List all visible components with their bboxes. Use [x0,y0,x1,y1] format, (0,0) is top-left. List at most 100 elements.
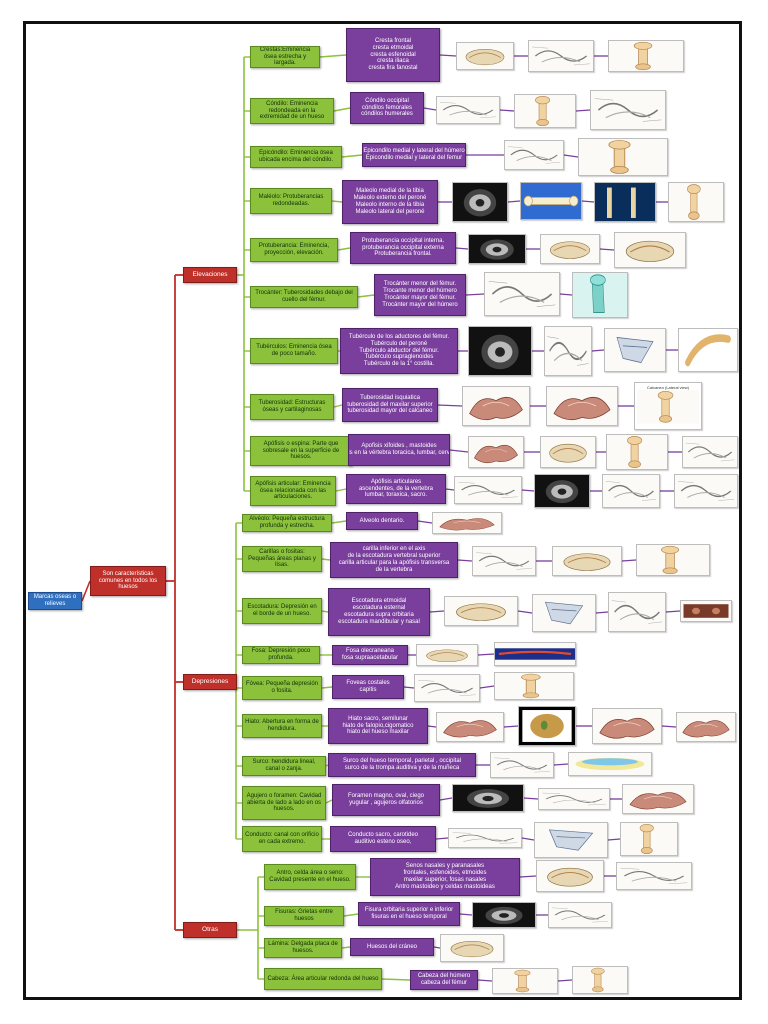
bone-illustration [472,902,536,928]
bone-illustration [546,386,618,426]
bone-illustration [572,272,628,318]
bone-illustration [682,436,738,468]
subtopic-node: Crestas:Eminencia ósea estrecha y largad… [250,46,320,68]
example-line: auditivo esteno oseo, [354,839,412,845]
example-line: Tubérculo del peroné [370,340,428,347]
example-line: Tubérculo abductor del fémur. [359,347,439,354]
example-line: Fisura orbitaria superior e inferior [364,907,454,914]
bone-illustration [468,234,526,264]
bone-illustration [616,862,692,890]
subtopic-node: Trocánter: Tuberosidades debajo del cuel… [250,286,358,308]
bone-illustration [540,436,596,468]
bone-illustration [528,40,594,72]
example-line: Trocánter mayor del húmero [382,301,458,308]
example-line: Maleolo externo del peroné [353,195,427,202]
example-node: Huesos del cráneo [350,938,434,956]
bone-illustration [608,592,666,632]
example-line: Protuberancia frontal. [374,251,432,258]
bone-illustration [676,712,736,742]
bone-illustration [468,436,524,468]
bone-illustration [572,966,628,994]
bone-illustration [472,546,536,576]
bone-illustration [452,182,508,222]
bone-illustration [504,140,564,170]
example-line: capitis [359,687,377,693]
bone-illustration [552,546,622,576]
bone-illustration [444,596,518,626]
example-line: Cabeza del húmero [417,973,471,980]
illustration-caption: Calcaneo (Lateral view) [646,385,690,390]
common-node: Son características comunes en todos los… [90,566,166,596]
bone-illustration [544,326,592,376]
bone-illustration [614,232,686,268]
subtopic-node: Fisuras: Grietas entre huesos [264,906,344,926]
subtopic-node: Cabeza: Área articular redonda del hueso [264,968,382,990]
example-line: cóndilos femorales [361,104,413,111]
bone-illustration [416,644,478,666]
example-line: frontales, esfenoides, etmoides [403,870,487,877]
example-line: lumbar, toraxica, sacro. [364,492,428,499]
bone-illustration [468,326,532,376]
example-node: Surco del hueso temporal, parietal , occ… [328,753,476,777]
example-line: cabeza del fémur [420,980,468,986]
example-line: Epicondilo medial y lateral del femur [365,155,463,161]
example-line: Protuberancia occipital interna. [361,237,445,244]
root-node: Marcas oseas o relieves [28,592,82,610]
bone-illustration [490,752,554,778]
example-line: cóndilos humerales [361,111,413,118]
bone-illustration [606,434,668,470]
example-node: Apofisis xifoides , mastoidesApófifis en… [348,434,450,466]
example-line: Tubérculo supraglenoides [364,354,434,361]
bone-illustration [540,234,600,264]
subtopic-node: Antro, celda área o seno: Cavidad presen… [264,864,356,890]
example-line: Conducto sacro, carotideo [347,832,419,839]
example-line: maxilar superior, fosas nasales [403,877,487,883]
bone-sketch [637,390,699,424]
subtopic-node: Fóvea: Pequeña depresión o fosita. [242,676,322,700]
bone-illustration [608,40,684,72]
bone-illustration [436,712,504,742]
example-node: Tubérculo de los aductores del fémur.Tub… [340,328,458,374]
example-line: Tubérculo de los aductores del fémur. [348,333,450,340]
example-line: de la vertebra [375,566,413,573]
example-line: Cóndilo occipital [365,97,409,104]
bone-illustration [518,706,576,746]
bone-illustration [604,328,666,372]
example-line: Escotadura etmoidal [351,598,407,605]
example-line: protuberancia occipital externa [362,244,444,251]
example-line: de la escotadura vertebral superior [347,553,441,560]
bone-illustration [674,474,738,508]
category-depresiones: Depresiones [183,674,237,690]
example-line: surco de la trompa auditiva y de la muñe… [344,765,460,771]
subtopic-node: Maléolo: Protuberancias redondeadas. [250,188,332,214]
subtopic-node: Protuberancia: Eminencia, proyección, el… [250,238,338,262]
example-line: escotadura mandibular y nasal [338,618,420,625]
example-line: Trocánter mayor del fémur. [384,295,456,301]
subtopic-node: Apófisis o espina: Parte que sobresale e… [250,436,352,466]
example-line: Tubérculo de la 1° costilla. [363,361,435,368]
subtopic-node: Alvéolo: Pequeña estructura profunda y e… [242,514,332,532]
example-line: Foramen magno, oval, ciego [347,793,425,800]
example-line: carilla articular para la apófisis trans… [338,560,450,566]
example-node: Protuberancia occipital interna.protuber… [350,232,456,264]
example-line: Cresta frontal [374,37,411,44]
subtopic-node: Escotadura: Depresión en el borde de un … [242,598,322,624]
example-node: Alveolo dentario. [346,512,418,530]
subtopic-node: Tuberosidad: Estructuras óseas y cartila… [250,394,334,420]
example-line: carilla inferior en el axis [362,546,426,553]
subtopic-node: Cóndilo: Eminencia redondeada en la extr… [250,98,334,124]
example-line: ascendentes, de la vertebra [358,485,434,492]
example-node: Trocánter menor del fémur.Trocante menor… [374,274,466,316]
example-line: fosa supraacetabular [341,655,399,661]
category-elevaciones: Elevaciones [183,267,237,283]
